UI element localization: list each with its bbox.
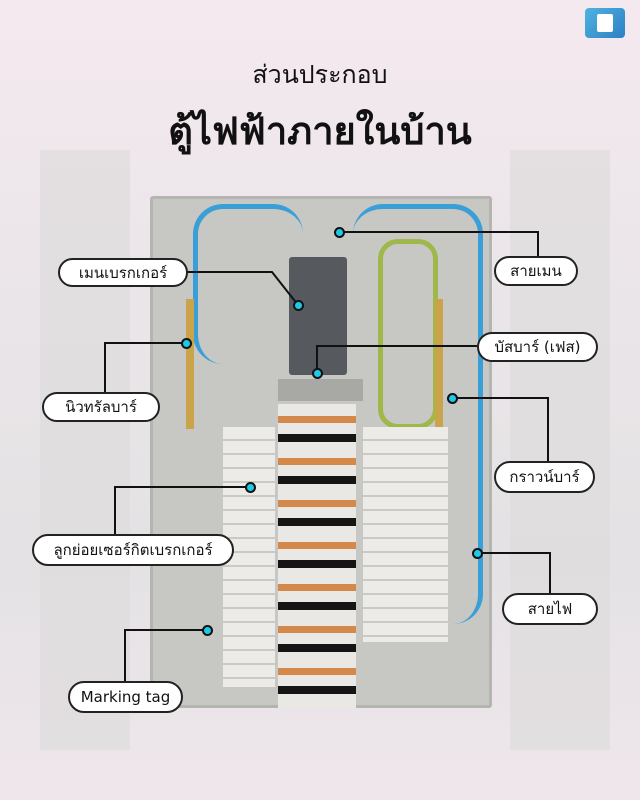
marker-dot	[334, 227, 345, 238]
wires-left	[193, 204, 303, 364]
title-line2: ตู้ไฟฟ้าภายในบ้าน	[168, 109, 472, 153]
label-wire: สายไฟ	[502, 593, 598, 625]
label-main-wire: สายเมน	[494, 256, 578, 286]
label-branch-breaker: ลูกย่อยเซอร์กิตเบรกเกอร์	[32, 534, 234, 566]
marker-dot	[293, 300, 304, 311]
label-main-breaker: เมนเบรกเกอร์	[58, 258, 188, 287]
neutral-bar	[186, 299, 194, 429]
title-line1: ส่วนประกอบ	[252, 60, 388, 89]
label-ground-bar: กราวน์บาร์	[494, 461, 595, 493]
marker-dot	[181, 338, 192, 349]
background-cabinet-left	[40, 150, 130, 750]
marker-dot	[202, 625, 213, 636]
label-busbar-phase: บัสบาร์ (เฟส)	[477, 332, 598, 362]
ground-bar	[435, 299, 443, 429]
label-neutral-bar: นิวทรัลบาร์	[42, 392, 160, 422]
electrical-panel-photo	[150, 196, 492, 708]
marker-dot	[472, 548, 483, 559]
branch-breakers-right	[363, 427, 448, 642]
breakers-center	[278, 404, 356, 708]
brand-logo	[585, 8, 625, 38]
marker-dot	[312, 368, 323, 379]
label-marking-tag: Marking tag	[68, 681, 183, 713]
marker-dot	[245, 482, 256, 493]
background-cabinet-right	[510, 150, 610, 750]
marker-dot	[447, 393, 458, 404]
busbar-terminals	[278, 379, 363, 401]
wires-right	[353, 204, 483, 624]
